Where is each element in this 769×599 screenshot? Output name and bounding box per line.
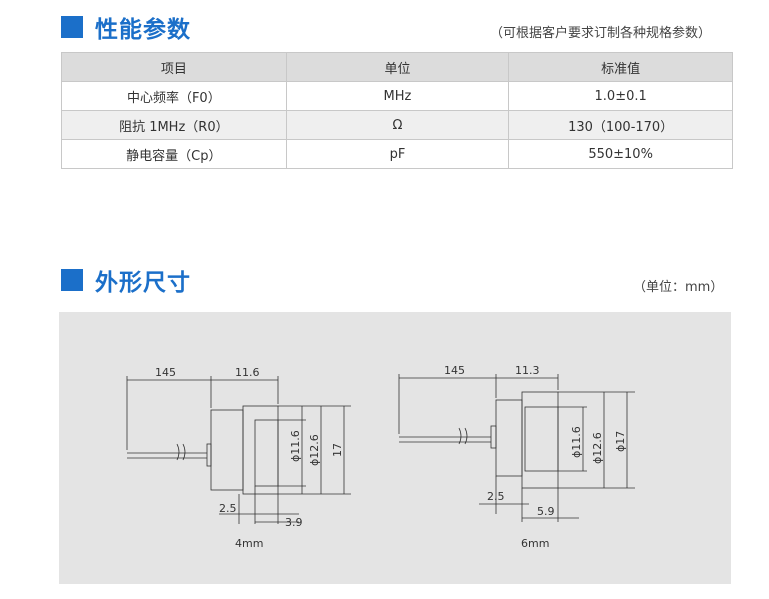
right-caption: 6mm: [521, 537, 549, 550]
cell-unit: pF: [285, 139, 510, 169]
right-body-length: 11.3: [515, 364, 540, 377]
right-cable-length: 145: [444, 364, 465, 377]
right-depth: 5.9: [537, 505, 555, 518]
left-height: 17: [331, 443, 344, 457]
dimensions-heading: 外形尺寸: [61, 263, 191, 297]
drawing-4mm: [126, 376, 351, 524]
table-header-row: 项目 单位 标准值: [61, 52, 733, 82]
cell-value: 550±10%: [508, 139, 733, 169]
cell-item: 阻抗 1MHz（R0）: [61, 110, 287, 140]
left-cable-length: 145: [155, 366, 176, 379]
drawing-panel: 145 11.6 ϕ11.6 ϕ12.6 17 2.5 3.9 4mm 145 …: [59, 312, 731, 584]
params-title: 性能参数: [95, 17, 191, 43]
header-standard: 标准值: [508, 52, 733, 82]
left-dia-outer: ϕ12.6: [308, 434, 321, 466]
cell-value: 130（100-170）: [508, 110, 733, 140]
cell-unit: MHz: [285, 81, 510, 111]
cell-item: 静电容量（Cp）: [61, 139, 287, 169]
left-caption: 4mm: [235, 537, 263, 550]
table-row: 静电容量（Cp） pF 550±10%: [61, 139, 733, 169]
right-dia-outer: ϕ12.6: [591, 432, 604, 464]
dimension-drawings: 145 11.6 ϕ11.6 ϕ12.6 17 2.5 3.9 4mm 145 …: [126, 364, 635, 550]
left-dia-inner: ϕ11.6: [289, 430, 302, 462]
left-gap: 2.5: [219, 502, 237, 515]
right-dia-inner: ϕ11.6: [570, 426, 583, 458]
right-height: ϕ17: [614, 431, 627, 452]
params-table: 项目 单位 标准值 中心频率（F0） MHz 1.0±0.1 阻抗 1MHz（R…: [61, 52, 733, 169]
cell-unit: Ω: [285, 110, 510, 140]
section-marker: [61, 16, 83, 38]
left-body-length: 11.6: [235, 366, 260, 379]
table-row: 阻抗 1MHz（R0） Ω 130（100-170）: [61, 110, 733, 140]
left-depth: 3.9: [285, 516, 303, 529]
right-gap: 2.5: [487, 490, 505, 503]
dimensions-title: 外形尺寸: [95, 270, 191, 296]
header-item: 项目: [61, 52, 287, 82]
params-heading: 性能参数: [61, 10, 191, 44]
cell-value: 1.0±0.1: [508, 81, 733, 111]
section-marker: [61, 269, 83, 291]
drawing-6mm: [398, 374, 635, 522]
params-note: （可根据客户要求订制各种规格参数）: [490, 26, 712, 41]
cell-item: 中心频率（F0）: [61, 81, 287, 111]
dimensions-note: （单位：mm）: [633, 280, 724, 295]
header-unit: 单位: [285, 52, 510, 82]
table-row: 中心频率（F0） MHz 1.0±0.1: [61, 81, 733, 111]
